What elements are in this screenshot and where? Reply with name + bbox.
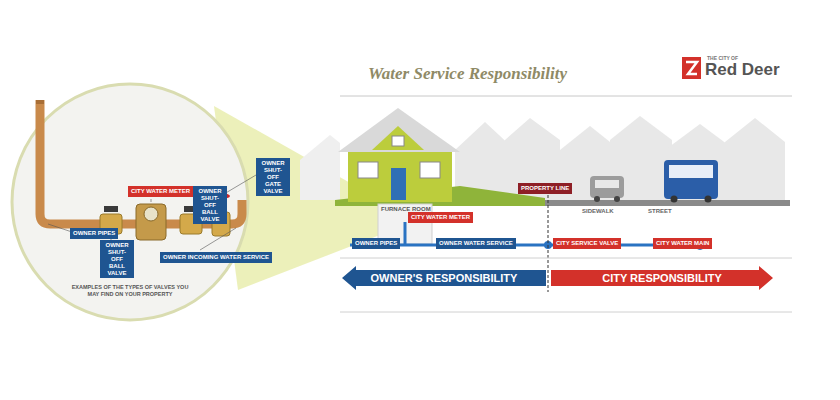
node-text: OWNER INCOMING WATER SERVICE bbox=[163, 254, 269, 261]
valve-tag: CITY SERVICE VALVE bbox=[553, 238, 621, 249]
car bbox=[590, 176, 624, 202]
valve-tag: OWNER SHUT-OFF BALL VALVE bbox=[100, 240, 134, 278]
service-tag: OWNER INCOMING WATER SERVICE bbox=[160, 252, 272, 263]
node-text: OWNER SHUT-OFF GATE VALVE bbox=[259, 160, 287, 194]
pipe-tag: OWNER PIPES bbox=[352, 238, 400, 249]
leader-lines bbox=[48, 175, 256, 250]
valve-tag: OWNER SHUT-OFF GATE VALVE bbox=[256, 158, 290, 196]
meter-tag: CITY WATER METER bbox=[408, 212, 473, 223]
node-text: CITY SERVICE VALVE bbox=[556, 240, 618, 247]
rule bbox=[340, 96, 792, 97]
node-text: CITY WATER METER bbox=[411, 214, 470, 221]
service-tag: OWNER WATER SERVICE bbox=[436, 238, 516, 249]
pipe-tag: OWNER PIPES bbox=[70, 228, 118, 239]
node-text: OWNER WATER SERVICE bbox=[439, 240, 513, 247]
logo-mark bbox=[682, 57, 701, 79]
responsibility-arrow: OWNER'S RESPONSIBILITY bbox=[342, 266, 546, 290]
street bbox=[545, 200, 790, 206]
place-label: STREET bbox=[648, 208, 672, 215]
property-line-tag: PROPERTY LINE bbox=[518, 183, 572, 194]
rule bbox=[340, 312, 792, 313]
node-text: CITY RESPONSIBILITY bbox=[602, 272, 722, 284]
property-line bbox=[548, 195, 549, 292]
bus bbox=[664, 160, 718, 203]
place-label: SIDEWALK bbox=[582, 208, 614, 215]
rule bbox=[340, 258, 792, 259]
responsibility-arrow: CITY RESPONSIBILITY bbox=[551, 266, 773, 290]
water-service-pipe bbox=[350, 222, 705, 250]
house bbox=[338, 108, 460, 202]
node-text: OWNER SHUT-OFF BALL VALVE bbox=[103, 242, 131, 276]
pipe-assembly bbox=[36, 100, 242, 240]
arrow-outline bbox=[342, 266, 546, 290]
node-text: OWNER SHUT-OFF BALL VALVE bbox=[196, 188, 224, 222]
node-text: CITY WATER METER bbox=[131, 188, 190, 195]
node-text: OWNER PIPES bbox=[73, 230, 115, 237]
node-text: CITY WATER MAIN bbox=[656, 240, 709, 247]
node-text: EXAMPLES OF THE TYPES OF VALVES YOU MAY … bbox=[70, 284, 190, 298]
diagram-title: Water Service Responsibility bbox=[368, 64, 567, 84]
node-text: OWNER'S RESPONSIBILITY bbox=[371, 272, 518, 284]
room-label: FURNACE ROOM bbox=[381, 206, 431, 213]
meter-tag: CITY WATER METER bbox=[128, 186, 193, 197]
arrow-outline bbox=[551, 266, 773, 290]
node-text: PROPERTY LINE bbox=[521, 185, 569, 192]
main-tag: CITY WATER MAIN bbox=[653, 238, 712, 249]
valve-tag: OWNER SHUT-OFF BALL VALVE bbox=[193, 186, 227, 224]
node-text: OWNER PIPES bbox=[355, 240, 397, 247]
logo-name: Red Deer bbox=[705, 61, 780, 80]
zoom-circle bbox=[12, 84, 248, 320]
